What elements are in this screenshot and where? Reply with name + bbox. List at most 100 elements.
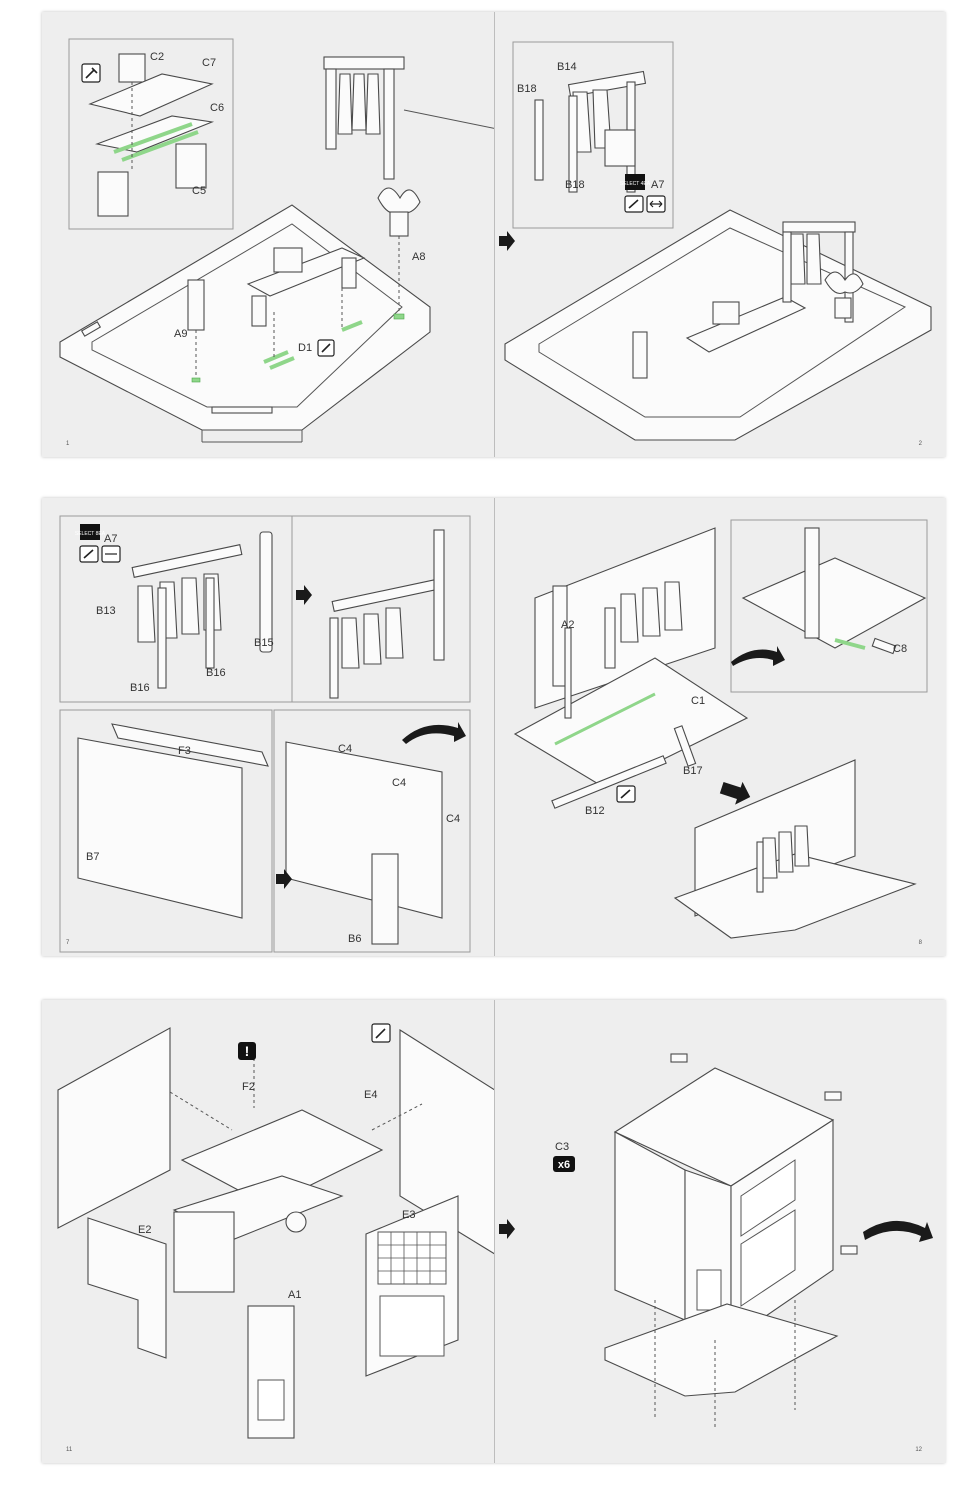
back-wall-assembly xyxy=(285,741,443,919)
warning-icon xyxy=(238,1042,256,1060)
page-2-illustration: B14 B18 B18 SELECT 4EA A7 xyxy=(499,41,932,441)
page-11: ! F2 E4 E2 E3 A1 11 xyxy=(42,1000,499,1463)
label-b12: B12 xyxy=(585,805,605,817)
label-c5: C5 xyxy=(192,185,206,197)
part-e2 xyxy=(87,1217,167,1359)
inset-frame xyxy=(512,41,674,229)
label-c2: C2 xyxy=(150,51,164,63)
inset-frame xyxy=(68,38,234,230)
svg-text:!: ! xyxy=(245,1043,250,1059)
rotate-arrow-icon xyxy=(863,1220,933,1242)
next-step-arrow-icon xyxy=(499,231,515,251)
part-b17 xyxy=(673,725,697,767)
floor-c1 xyxy=(513,657,749,789)
label-b16: B16 xyxy=(206,667,226,679)
page-number: 8 xyxy=(918,940,922,946)
rack-placed xyxy=(782,221,856,233)
spread-pages-7-8: SELECT 8EA A7 B13 B15 B16 B16 F xyxy=(42,498,946,956)
inset-frame-top xyxy=(59,515,471,703)
part-b14 xyxy=(567,70,647,98)
page-number: 1 xyxy=(66,441,70,447)
label-b14: B14 xyxy=(557,61,577,73)
part-b6 xyxy=(371,853,399,945)
rotate-arrow-icon xyxy=(402,722,466,744)
page-number: 11 xyxy=(66,1447,73,1453)
page-11-illustration: ! F2 E4 E2 E3 A1 xyxy=(57,1023,499,1439)
label-e2: E2 xyxy=(138,1224,151,1236)
next-step-arrow-icon xyxy=(296,585,312,605)
floor-piece xyxy=(741,557,927,649)
label-a7: A7 xyxy=(104,533,117,545)
svg-text:SELECT 8EA: SELECT 8EA xyxy=(75,531,106,537)
label-a1: A1 xyxy=(288,1289,301,1301)
part-a8 xyxy=(377,187,421,214)
label-b18: B18 xyxy=(517,83,537,95)
part-a9 xyxy=(187,279,205,331)
inset-frame-lower-right xyxy=(273,709,471,953)
label-b6: B6 xyxy=(348,933,361,945)
spread-pages-1-2: C2 C7 C6 C5 A9 xyxy=(42,12,946,457)
label-f3: F3 xyxy=(178,745,191,757)
label-f2: F2 xyxy=(242,1081,255,1093)
label-c4-3: C4 xyxy=(446,813,460,825)
room-window-grid xyxy=(740,1159,796,1307)
inset-frame xyxy=(730,519,928,693)
clothing-rack xyxy=(323,56,405,70)
page-2: B14 B18 B18 SELECT 4EA A7 2 xyxy=(494,12,946,457)
page-8: C8 A2 C1 B17 B12 8 xyxy=(494,498,946,956)
label-c7: C7 xyxy=(202,57,216,69)
label-a7: A7 xyxy=(651,179,664,191)
label-b17: B17 xyxy=(683,765,703,777)
rack-assembled xyxy=(331,578,443,612)
select-badge xyxy=(625,174,645,190)
part-b18 xyxy=(534,99,544,181)
room-base xyxy=(604,1303,839,1397)
label-d1: D1 xyxy=(298,342,312,354)
page-1-illustration: C2 C7 C6 C5 A9 xyxy=(59,38,513,443)
page-8-illustration: C8 A2 C1 B17 B12 xyxy=(513,519,928,939)
page-12: C3 x6 12 xyxy=(494,1000,946,1463)
label-c6: C6 xyxy=(210,102,224,114)
rotate-arrow-icon xyxy=(731,646,785,666)
label-e3: E3 xyxy=(402,1209,415,1221)
label-b18-bottom: B18 xyxy=(565,179,585,191)
label-b16-bottom: B16 xyxy=(130,682,150,694)
figure-placed xyxy=(632,331,648,379)
page-number: 7 xyxy=(66,940,70,946)
next-step-arrow-icon xyxy=(719,781,751,805)
page-12-illustration: C3 x6 xyxy=(499,1053,933,1430)
part-c5 xyxy=(97,171,129,217)
part-c8 xyxy=(871,637,897,655)
svg-text:SELECT 4EA: SELECT 4EA xyxy=(620,181,651,187)
label-a9: A9 xyxy=(174,328,187,340)
part-c7 xyxy=(88,73,214,117)
page-number: 12 xyxy=(915,1447,922,1453)
label-c3: C3 xyxy=(555,1141,569,1153)
label-b15: B15 xyxy=(254,637,274,649)
bench-placed xyxy=(685,296,807,353)
label-c4-2: C4 xyxy=(392,777,406,789)
part-b12 xyxy=(551,755,667,809)
label-c1: C1 xyxy=(691,695,705,707)
base-platform xyxy=(59,204,431,431)
bench-assembly xyxy=(246,247,366,297)
part-f3 xyxy=(111,723,269,767)
label-b7: B7 xyxy=(86,851,99,863)
next-step-arrow-icon xyxy=(499,1219,515,1239)
page-7: SELECT 8EA A7 B13 B15 B16 B16 F xyxy=(42,498,494,956)
inset-frame-lower-left xyxy=(59,709,273,953)
spread-pages-11-12: ! F2 E4 E2 E3 A1 11 C3 x6 xyxy=(42,1000,946,1463)
part-b13 xyxy=(131,544,243,578)
part-c2 xyxy=(118,53,146,83)
next-step-arrow-icon-2 xyxy=(276,869,292,889)
select-badge xyxy=(80,524,100,540)
count-badge xyxy=(553,1156,575,1172)
part-b15 xyxy=(259,531,273,653)
side-wall-left xyxy=(57,1027,171,1229)
label-c8: C8 xyxy=(893,643,907,655)
label-a8: A8 xyxy=(412,251,425,263)
svg-text:x6: x6 xyxy=(558,1159,570,1171)
page-number: 2 xyxy=(918,441,922,447)
label-c4: C4 xyxy=(338,743,352,755)
page-1: C2 C7 C6 C5 A9 xyxy=(42,12,513,457)
